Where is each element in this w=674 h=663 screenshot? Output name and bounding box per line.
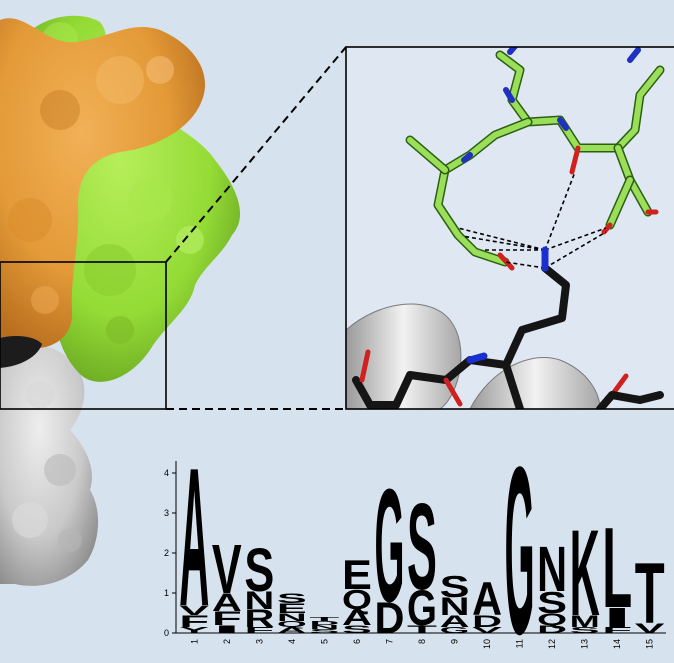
logo-letter: F: [179, 612, 209, 631]
logo-letter: N: [244, 587, 274, 615]
logo-letter: S: [342, 623, 372, 636]
black-surface-patch: [0, 336, 42, 368]
logo-letter: G: [505, 455, 535, 658]
logo-letter: S: [570, 626, 600, 635]
logo-letter: V: [212, 531, 242, 608]
logo-letter: V: [635, 621, 665, 637]
x-tick-label: 15: [645, 639, 655, 649]
y-tick-label: 0: [164, 628, 169, 638]
logo-letter: E: [277, 601, 307, 616]
logo-letter: N: [537, 534, 567, 605]
logo-letter: G: [407, 581, 437, 636]
logo-letter: Q: [277, 620, 307, 629]
connector-line-top: [165, 46, 347, 263]
x-tick-label: 11: [515, 639, 525, 648]
x-tick-label: 9: [450, 639, 460, 644]
orange-protein-surface: [0, 18, 206, 349]
logo-letter: S: [244, 536, 274, 604]
x-tick-label: 14: [612, 639, 622, 649]
logo-letter: D: [472, 612, 502, 631]
logo-letter: T: [309, 616, 339, 622]
logo-letter: Q: [537, 610, 567, 629]
logo-letter: L: [602, 504, 632, 631]
zoom-inset: [345, 46, 674, 410]
logo-letter: V: [472, 625, 503, 634]
logo-letter: N: [277, 611, 307, 623]
x-tick-label: 10: [482, 639, 492, 649]
logo-letter: S: [407, 479, 437, 616]
logo-letter: K: [570, 505, 600, 642]
logo-letter: S: [309, 628, 339, 634]
logo-letter: S: [277, 591, 307, 606]
x-tick-label: 12: [547, 639, 557, 649]
logo-letter: M: [570, 612, 600, 630]
x-tick-label: 4: [287, 639, 297, 644]
logo-letter: S: [440, 570, 470, 604]
logo-letter: T: [407, 623, 437, 636]
logo-letter: N: [440, 593, 470, 621]
x-tick-label: 1: [189, 639, 199, 644]
y-tick-label: 2: [164, 548, 169, 558]
logo-letter: A: [179, 455, 209, 648]
logo-letter: G: [440, 626, 470, 635]
logo-letter: I: [212, 623, 242, 635]
x-tick-label: 2: [222, 639, 232, 644]
y-tick-label: 3: [164, 508, 169, 518]
logo-letter: T: [635, 546, 665, 642]
logo-letter: F: [212, 607, 242, 629]
logo-letter: N: [309, 624, 339, 630]
logo-letter: E: [342, 552, 372, 598]
logo-letter: D: [375, 594, 405, 644]
x-tick-label: 8: [417, 639, 427, 644]
y-axis: 0 1 2 3 4: [164, 461, 177, 638]
grey-protein-surface: [0, 343, 99, 586]
logo-letter: F: [602, 626, 632, 635]
logo-letter: G: [375, 455, 405, 635]
logo-letter: A: [342, 606, 372, 631]
x-tick-label: 7: [384, 639, 394, 644]
logo-letter: Y: [179, 626, 209, 635]
x-tick-label: 13: [580, 639, 590, 649]
selection-box: [0, 261, 167, 410]
logo-letter: V: [179, 603, 209, 619]
logo-letter: S: [537, 586, 567, 620]
logo-letter: A: [277, 626, 307, 635]
logo-letter: D: [537, 623, 567, 635]
logo-letter: F: [244, 626, 274, 635]
logo-letter: D: [309, 620, 339, 626]
x-tick-label: 5: [319, 639, 329, 644]
logo-letter: R: [244, 605, 274, 633]
x-tick-label: 6: [352, 639, 362, 644]
logo-letter: A: [440, 612, 470, 631]
y-tick-label: 1: [164, 588, 169, 598]
y-tick-label: 4: [164, 468, 169, 478]
logo-letter: A: [472, 574, 502, 626]
x-tick-label: 3: [254, 639, 264, 644]
logo-letter: Q: [342, 585, 372, 616]
logo-letter: I: [602, 602, 632, 633]
logo-letter: A: [212, 589, 242, 617]
